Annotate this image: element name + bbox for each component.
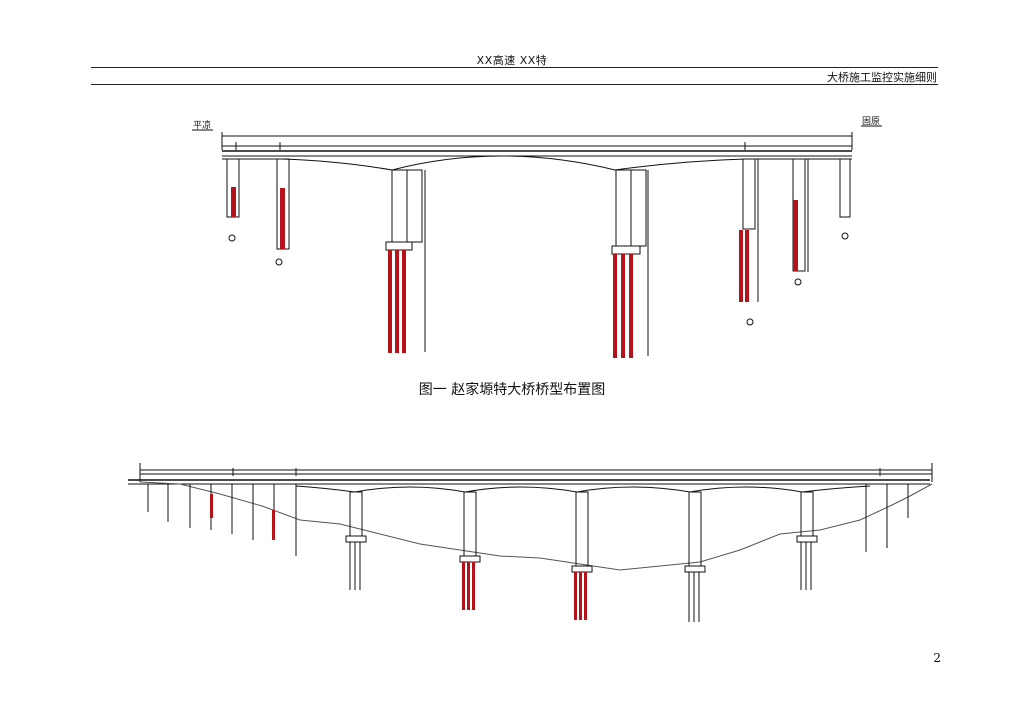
label-guyuan: 固原 xyxy=(862,116,880,127)
header-rule-top xyxy=(91,67,938,68)
bridge-elevation-drawing-bottom xyxy=(128,463,933,622)
figure-caption: 图一 赵家塬特大桥桥型布置图 xyxy=(418,382,606,398)
bridge-elevation-drawing-top: 平凉 固原 xyxy=(192,116,882,358)
header-subtitle: 大桥施工监控实施细则 xyxy=(827,71,937,84)
page-number: 2 xyxy=(933,651,941,665)
label-pingliang: 平凉 xyxy=(193,119,211,131)
header-rule-bottom xyxy=(91,84,938,85)
header-title: XX高速 XX特 xyxy=(476,54,548,67)
